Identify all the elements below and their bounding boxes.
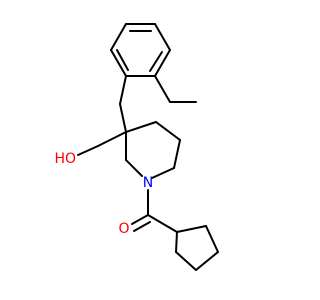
bond <box>147 214 178 233</box>
bond <box>110 49 127 77</box>
bond <box>133 221 151 232</box>
bond <box>149 51 163 72</box>
bond <box>195 251 219 271</box>
bond <box>125 121 157 133</box>
bond <box>154 49 171 77</box>
bond <box>154 23 171 51</box>
bond <box>125 159 143 177</box>
hydroxyl-label: HO <box>54 151 76 167</box>
bond <box>77 145 99 156</box>
bond <box>131 214 149 225</box>
bond <box>116 49 129 71</box>
bond <box>119 103 127 133</box>
bond <box>110 23 127 51</box>
bond <box>119 75 127 105</box>
bond <box>154 75 171 103</box>
bond <box>205 225 219 253</box>
bond <box>155 121 181 141</box>
bond <box>176 225 207 233</box>
bond <box>175 251 197 271</box>
molecule-canvas: N O HO <box>54 23 219 271</box>
structure-diagram: N O HO <box>54 23 219 271</box>
bond <box>97 131 127 147</box>
nitrogen-label: N <box>143 175 153 191</box>
bond <box>173 139 181 169</box>
bond <box>175 231 178 253</box>
carbonyl-oxygen-label: O <box>118 221 129 237</box>
bond <box>151 167 175 179</box>
